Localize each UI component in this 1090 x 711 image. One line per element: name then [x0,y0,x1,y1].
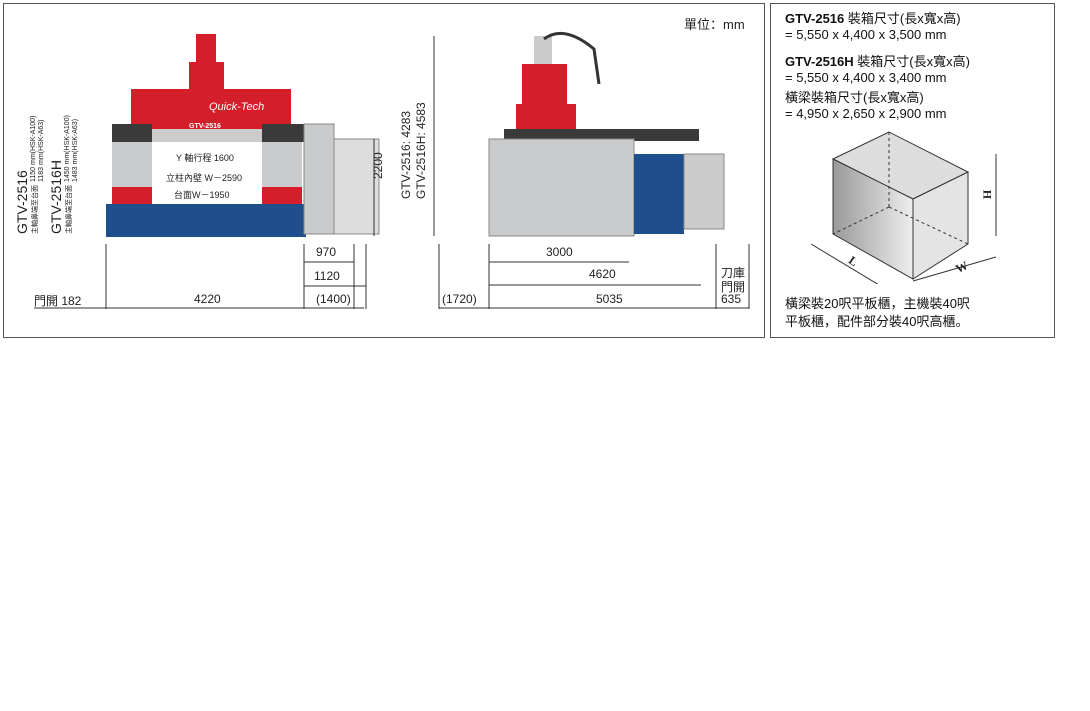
dim-1120: 1120 [314,269,340,283]
model-b-note-1: 1450 mm(HSK-A100) [64,115,71,182]
packing-value-2: = 5,550 x 4,400 x 3,400 mm [785,70,947,85]
dim-1400: (1400) [316,292,351,306]
model-a-label: GTV-2516 [14,170,30,234]
packing-label-1: 裝箱尺寸(長x寬x高) [844,11,961,26]
model-b-label: GTV-2516H [48,160,64,234]
front-view-machine [106,34,380,237]
table-width-label: 台面W－1950 [174,188,230,201]
side-height-b: GTV-2516H: 4583 [414,102,428,199]
brand-logo: Quick-Tech [209,101,265,113]
packing-model-1: GTV-2516 [785,11,845,26]
dim-4620: 4620 [589,267,616,281]
machine-drawing [34,31,750,309]
dim-4220: 4220 [194,292,221,306]
dim-970: 970 [316,245,337,259]
packing-value-3: = 4,950 x 2,650 x 2,900 mm [785,106,947,121]
packing-info-panel: GTV-2516 裝箱尺寸(長x寬x高) = 5,550 x 4,400 x 3… [770,3,1055,338]
unit-label: 單位：mm [684,17,745,32]
model-b-note-2: 1483 mm(HSK-A63) [72,118,79,182]
dim-635: 635 [721,292,742,306]
machine-plate: GTV-2516 [189,123,221,130]
model-a-note-label: 主軸鼻端至台面 [32,185,39,234]
height-2200: 2200 [371,152,385,179]
model-b-note-label: 主軸鼻端至台面 [66,185,73,234]
side-height-a: GTV-2516: 4283 [399,110,413,199]
packing-model-2: GTV-2516H [785,54,854,69]
machine-dimensions-panel: 單位：mm [3,3,765,338]
side-view-machine [488,31,725,237]
box-diagram [810,131,997,284]
y-travel-label: Y 軸行程 1600 [176,151,234,164]
model-a-note-2: 1183 mm(HSK-A63) [38,119,45,182]
dim-1720: (1720) [442,292,477,306]
dim-5035: 5035 [596,292,623,306]
packing-label-3: 橫梁裝箱尺寸(長x寬x高) [785,90,924,105]
shipping-note-1: 橫梁裝20呎平板櫃，主機裝40呎 [785,296,970,311]
shipping-note-2: 平板櫃，配件部分裝40呎高櫃。 [785,314,969,329]
model-a-note-1: 1150 mm(HSK-A100) [30,115,37,182]
packing-value-1: = 5,550 x 4,400 x 3,500 mm [785,27,947,42]
dimension-lines [34,36,750,309]
packing-label-2: 裝箱尺寸(長x寬x高) [853,54,970,69]
column-width-label: 立柱內壁 W－2590 [166,171,243,184]
box-h-label: H [980,189,995,200]
magazine-door-2: 門開 [721,280,746,294]
door-open-182: 門開 182 [34,294,82,308]
dim-3000: 3000 [546,245,573,259]
magazine-door-1: 刀庫 [721,266,746,280]
